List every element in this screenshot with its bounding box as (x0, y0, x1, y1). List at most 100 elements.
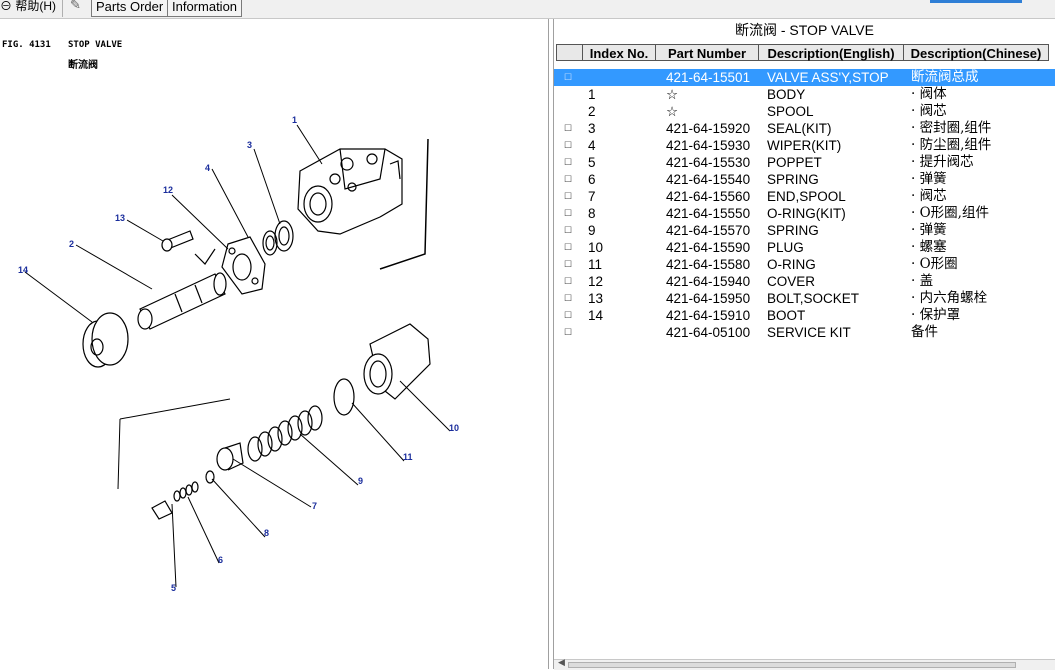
row-checkbox[interactable]: ☐ (564, 327, 573, 337)
callout-1: 1 (292, 115, 297, 125)
row-desc-cn: · 螺塞 (911, 239, 947, 255)
pane-splitter[interactable] (548, 19, 554, 669)
row-index: 6 (588, 172, 596, 187)
callout-12: 12 (163, 185, 173, 195)
row-part-number: 421-64-15940 (666, 274, 751, 289)
leader-lines (24, 124, 451, 588)
information-button[interactable]: Information (167, 0, 243, 17)
row-desc-cn: · 内六角螺栓 (911, 290, 988, 306)
row-desc-en: BOLT,SOCKET (767, 291, 860, 306)
help-menu-label: 帮助(H) (15, 0, 57, 13)
scrollbar-thumb[interactable] (568, 662, 1016, 668)
row-desc-cn: · 阀芯 (911, 188, 947, 204)
row-part-number: 421-64-15501 (666, 70, 751, 85)
column-header-part-number[interactable]: Part Number (655, 44, 759, 61)
socket-bolt-drawing (161, 230, 194, 252)
plug-drawing (363, 323, 431, 400)
small-o-ring-drawing (205, 470, 215, 484)
row-index: 10 (588, 240, 604, 255)
row-index: 3 (588, 121, 596, 136)
row-checkbox[interactable]: ☐ (564, 157, 573, 167)
row-index: 7 (588, 189, 596, 204)
callout-9: 9 (358, 476, 363, 486)
help-menu[interactable]: ⊖ 帮助(H) (0, 0, 56, 14)
row-index: 13 (588, 291, 604, 306)
row-checkbox[interactable]: ☐ (564, 293, 573, 303)
row-desc-en: BODY (767, 87, 806, 102)
parts-order-button[interactable]: Parts Order (91, 0, 169, 17)
row-desc-cn: · 密封圈,组件 (911, 120, 992, 136)
column-header-desc-en[interactable]: Description(English) (758, 44, 904, 61)
row-desc-en: SPOOL (767, 104, 814, 119)
row-part-number: 421-64-15540 (666, 172, 751, 187)
column-header-desc-cn[interactable]: Description(Chinese) (903, 44, 1049, 61)
row-part-number: 421-64-15570 (666, 223, 751, 238)
row-desc-cn: · 阀体 (911, 86, 947, 102)
seal-kit-drawing (262, 220, 294, 256)
wrench-icon[interactable]: ✎ (70, 0, 81, 12)
row-checkbox[interactable]: ☐ (564, 191, 573, 201)
row-part-number: 421-64-15920 (666, 121, 751, 136)
column-header-checkbox[interactable] (556, 44, 583, 61)
column-header-row: Index No. Part Number Description(Englis… (556, 44, 1049, 62)
parts-drawing-pane: FIG. 4131 STOP VALVE 断流阀 (0, 19, 548, 669)
row-checkbox[interactable]: ☐ (564, 310, 573, 320)
small-spring-drawing (173, 481, 199, 502)
row-part-number: 421-64-15590 (666, 240, 751, 255)
column-header-index[interactable]: Index No. (582, 44, 656, 61)
scroll-left-arrow-icon[interactable]: ◀ (558, 657, 565, 667)
cover-plate-drawing (221, 236, 266, 295)
row-checkbox[interactable]: ☐ (564, 208, 573, 218)
row-desc-en: WIPER(KIT) (767, 138, 842, 153)
exploded-view-diagram: 1 2 3 4 5 6 7 8 9 10 11 12 13 14 (18, 115, 459, 593)
row-checkbox[interactable]: ☐ (564, 72, 573, 82)
callout-5: 5 (171, 583, 176, 593)
parts-list-pane: 断流阀 - STOP VALVE Index No. Part Number D… (554, 19, 1055, 670)
row-part-number: 421-64-05100 (666, 325, 751, 340)
row-desc-cn: · 盖 (911, 273, 934, 289)
row-desc-en: COVER (767, 274, 816, 289)
row-checkbox[interactable]: ☐ (564, 123, 573, 133)
callout-13: 13 (115, 213, 125, 223)
row-desc-en: VALVE ASS'Y,STOP (767, 70, 889, 85)
row-checkbox[interactable]: ☐ (564, 140, 573, 150)
row-index: 4 (588, 138, 596, 153)
horizontal-scrollbar[interactable]: ◀ (554, 657, 1055, 670)
table-row[interactable]: 1☆BODY· 阀体 (554, 86, 1055, 103)
o-ring-drawing (333, 378, 355, 416)
row-part-number: 421-64-15930 (666, 138, 751, 153)
row-desc-en: SPRING (767, 172, 819, 187)
row-index: 9 (588, 223, 596, 238)
help-icon: ⊖ (0, 0, 13, 13)
row-part-number: 421-64-15530 (666, 155, 751, 170)
row-checkbox[interactable]: ☐ (564, 242, 573, 252)
row-desc-cn: · 弹簧 (911, 222, 947, 238)
row-part-number: 421-64-15560 (666, 189, 751, 204)
figure-number: FIG. 4131 (2, 40, 51, 50)
row-index: 1 (588, 87, 596, 102)
row-checkbox[interactable]: ☐ (564, 259, 573, 269)
row-checkbox[interactable]: ☐ (564, 174, 573, 184)
callout-10: 10 (449, 423, 459, 433)
table-row[interactable]: 2☆SPOOL· 阀芯 (554, 103, 1055, 120)
row-checkbox[interactable]: ☐ (564, 225, 573, 235)
row-checkbox[interactable]: ☐ (564, 276, 573, 286)
callout-11: 11 (403, 452, 413, 462)
row-part-number: 421-64-15580 (666, 257, 751, 272)
row-desc-en: BOOT (767, 308, 806, 323)
